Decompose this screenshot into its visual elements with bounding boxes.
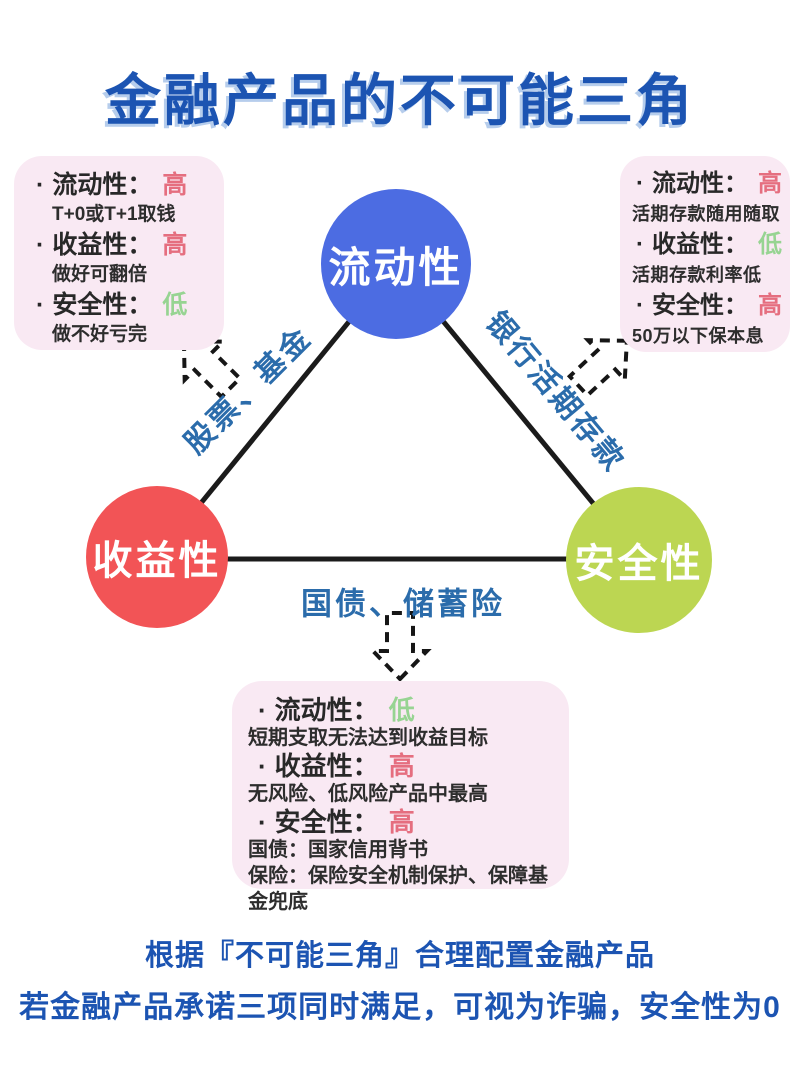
callout-item: 收益性： 高 做好可翻倍 xyxy=(26,229,218,289)
attribute-level: 高 xyxy=(758,292,782,319)
footer-advice-line: 根据『不可能三角』合理配置金融产品 xyxy=(144,940,655,972)
attribute-note: 活期存款随用随取 xyxy=(632,204,780,224)
node-liquidity-label: 流动性 xyxy=(328,243,464,291)
attribute-label: 流动性： xyxy=(652,170,748,197)
callout-item: 收益性： 低 活期存款利率低 xyxy=(630,229,786,290)
callout-item: 流动性： 高 活期存款随用随取 xyxy=(630,168,786,229)
attribute-level: 高 xyxy=(388,751,415,781)
attribute-note: 国债：国家信用背书 xyxy=(248,839,428,861)
callout-item: 收益性： 高 无风险、低风险产品中最高 xyxy=(246,751,559,807)
dashed-arrow-up-right-icon xyxy=(566,338,629,399)
edge-label-bonds-insurance: 国债、储蓄险 xyxy=(301,586,505,622)
attribute-label: 收益性： xyxy=(652,231,748,258)
callout-item: 安全性： 高 50万以下保本息 xyxy=(630,290,786,351)
attribute-row: 收益性： 高 xyxy=(246,751,559,781)
attribute-row: 流动性： 高 xyxy=(26,169,218,201)
attribute-level: 低 xyxy=(162,291,188,319)
attribute-label: 流动性： xyxy=(52,171,153,199)
dashed-arrow-up-left-icon xyxy=(181,338,243,400)
attribute-row: 收益性： 低 xyxy=(630,229,786,261)
attribute-label: 安全性： xyxy=(52,291,153,319)
attribute-note: 短期支取无法达到收益目标 xyxy=(248,727,488,749)
attribute-note: T+0或T+1取钱 xyxy=(52,204,176,225)
attribute-note: 活期存款利率低 xyxy=(632,265,762,285)
footer-warning-line: 若金融产品承诺三项同时满足，可视为诈骗，安全性为0 xyxy=(19,991,781,1024)
attribute-note: 50万以下保本息 xyxy=(632,326,765,346)
attribute-row: 流动性： 低 xyxy=(246,695,559,725)
attribute-level: 高 xyxy=(162,171,188,199)
attribute-row: 流动性： 高 xyxy=(630,168,786,200)
callout-item: 流动性： 低 短期支取无法达到收益目标 xyxy=(246,695,559,751)
attribute-row: 收益性： 高 xyxy=(26,229,218,261)
callout-item: 流动性： 高 T+0或T+1取钱 xyxy=(26,169,218,229)
page-title: 金融产品的不可能三角 xyxy=(105,69,695,132)
attribute-row: 安全性： 高 xyxy=(630,290,786,322)
attribute-label: 收益性： xyxy=(52,231,153,259)
node-safety-label: 安全性 xyxy=(574,542,704,586)
attribute-level: 高 xyxy=(162,231,188,259)
callout-bonds-insurance: 流动性： 低 短期支取无法达到收益目标 收益性： 高 无风险、低风险产品中最高 安全… xyxy=(232,681,569,913)
attribute-note: 无风险、低风险产品中最高 xyxy=(248,783,488,805)
attribute-level: 低 xyxy=(758,231,782,258)
node-profitability: 收益性 xyxy=(86,486,228,628)
attribute-level: 低 xyxy=(388,695,415,725)
dashed-arrow-down-icon xyxy=(368,611,432,682)
node-safety: 安全性 xyxy=(566,487,712,633)
callout-stocks-funds: 流动性： 高 T+0或T+1取钱 收益性： 高 做好可翻倍 安全性： 低 做不好亏完 xyxy=(14,156,224,350)
callout-bank-deposit: 流动性： 高 活期存款随用随取 收益性： 低 活期存款利率低 安全性： 高 50万以下… xyxy=(620,156,790,352)
callout-item: 安全性： 高 国债：国家信用背书 保险：保险安全机制保护、保障基金兜底 xyxy=(246,807,559,915)
attribute-label: 流动性： xyxy=(274,695,379,725)
node-profitability-label: 收益性 xyxy=(92,539,222,583)
attribute-row: 安全性： 低 xyxy=(26,289,218,321)
attribute-row: 安全性： 高 xyxy=(246,807,559,837)
node-liquidity: 流动性 xyxy=(321,189,471,339)
attribute-note: 做不好亏完 xyxy=(52,324,148,345)
attribute-label: 安全性： xyxy=(652,292,748,319)
callout-item: 安全性： 低 做不好亏完 xyxy=(26,289,218,349)
attribute-note: 保险：保险安全机制保护、保障基金兜底 xyxy=(248,865,548,913)
attribute-note: 做好可翻倍 xyxy=(52,264,148,285)
attribute-level: 高 xyxy=(758,170,782,197)
attribute-label: 收益性： xyxy=(274,751,379,781)
attribute-level: 高 xyxy=(388,807,415,837)
attribute-label: 安全性： xyxy=(274,807,379,837)
